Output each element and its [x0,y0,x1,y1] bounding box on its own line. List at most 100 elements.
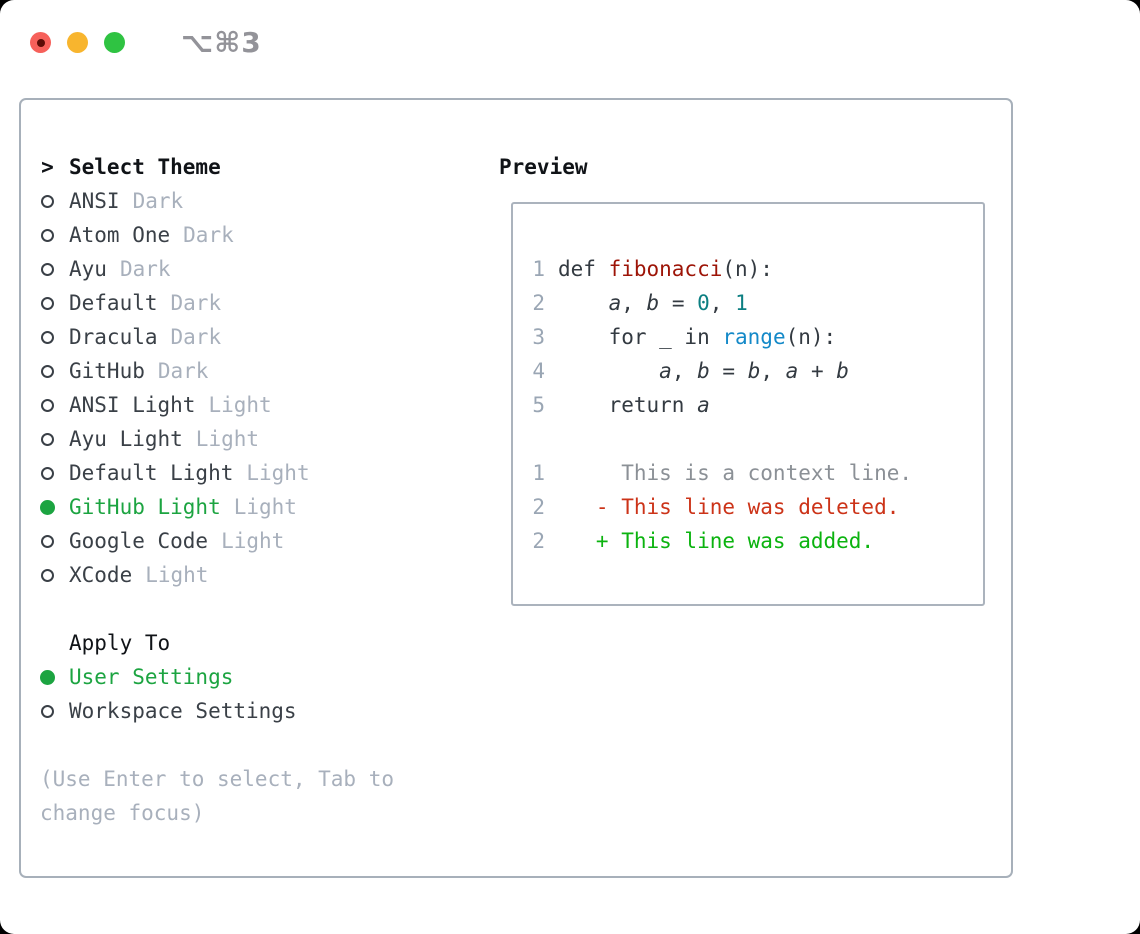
theme-variant: Light [221,529,285,553]
code-line: 1 This is a context line. [532,456,983,490]
theme-name: Atom One [69,223,171,247]
radio-icon [40,184,55,218]
code-token: + This line was added. [558,529,875,553]
radio-icon [40,286,55,320]
apply-to-title: Apply To [69,631,171,655]
code-token: 0 [697,291,710,315]
code-token: , [671,359,698,383]
theme-name: ANSI [69,189,120,213]
radio-icon [40,388,55,422]
theme-variant: Dark [157,359,209,383]
code-token: for _ in [558,325,723,349]
radio-icon [40,558,55,592]
theme-name: Dracula [69,325,158,349]
theme-option[interactable]: Ayu Light Light [40,422,480,456]
radio-icon [40,320,55,354]
theme-option[interactable]: Atom One Dark [40,218,480,252]
code-content: a, b = 0, 1 [558,291,748,315]
theme-variant: Dark [183,223,234,247]
line-number: 2 [532,529,545,553]
code-token: b [747,359,761,383]
radio-icon [40,422,55,456]
code-token [558,291,609,315]
code-content: This is a context line. [558,461,912,485]
spacer [40,728,480,762]
apply-option[interactable]: Workspace Settings [40,694,480,728]
code-token: = [709,359,748,383]
code-token: range [722,325,786,349]
code-content: for _ in range(n): [558,325,837,349]
code-line: 4 a, b = b, a + b [532,354,983,388]
theme-variant: Dark [119,257,171,281]
code-line: 1 def fibonacci(n): [532,252,983,286]
line-number: 1 [532,461,545,485]
preview-code: 1 def fibonacci(n): 2 a, b = 0, 1 3 for _ i… [532,252,983,558]
code-line: 2 a, b = 0, 1 [532,286,983,320]
code-token: - This line was deleted. [558,495,900,519]
titlebar: ⌥⌘3 [30,26,262,59]
select-theme-header: > Select Theme [40,150,480,184]
code-token: , [760,359,786,383]
apply-option-name: User Settings [69,665,234,689]
code-token: b [836,359,849,383]
code-line: 2 + This line was added. [532,524,983,558]
preview-title: Preview [499,155,588,179]
radio-selected-icon [40,490,55,524]
code-token: , [709,291,736,315]
code-token: a [659,359,672,383]
line-number: 2 [532,291,545,315]
theme-variant: Light [145,563,209,587]
apply-to-header: Apply To [40,626,480,660]
spacer [40,592,480,626]
apply-option-name: Workspace Settings [69,699,297,723]
theme-name: Default [69,291,158,315]
code-content: + This line was added. [558,529,874,553]
radio-selected-icon [40,660,55,694]
code-content: def fibonacci(n): [558,257,773,281]
radio-icon [40,252,55,286]
code-line: 2 - This line was deleted. [532,490,983,524]
prompt-caret-icon: > [41,155,54,179]
line-number: 1 [532,257,545,281]
code-token: = [659,291,698,315]
code-content: return a [558,393,710,417]
code-content: a, b = b, a + b [558,359,849,383]
theme-variant: Dark [170,291,222,315]
radio-icon [40,694,55,728]
code-line [532,422,983,456]
code-line: 5 return a [532,388,983,422]
minimize-button[interactable] [67,32,88,53]
close-button[interactable] [30,32,51,53]
hint-text-line-2: change focus) [40,801,205,825]
code-token: return [558,393,698,417]
hint-text-line-1: (Use Enter to select, Tab to [40,767,395,791]
code-token: (n): [785,325,837,349]
code-token: a [608,291,622,315]
radio-icon [40,354,55,388]
theme-variant: Light [195,427,260,451]
line-number: 5 [532,393,545,417]
apply-option[interactable]: User Settings [40,660,480,694]
zoom-button[interactable] [104,32,125,53]
theme-variant: Light [246,461,310,485]
theme-option[interactable]: Ayu Dark [40,252,480,286]
theme-variant: Light [233,495,297,519]
code-token: a [697,393,710,417]
theme-name: Ayu Light [69,427,183,451]
preview-box: 1 def fibonacci(n): 2 a, b = 0, 1 3 for _ i… [511,202,985,606]
line-number: 3 [532,325,545,349]
theme-name: Ayu [69,257,107,281]
theme-option[interactable]: Default Dark [40,286,480,320]
code-token: 1 [735,291,748,315]
